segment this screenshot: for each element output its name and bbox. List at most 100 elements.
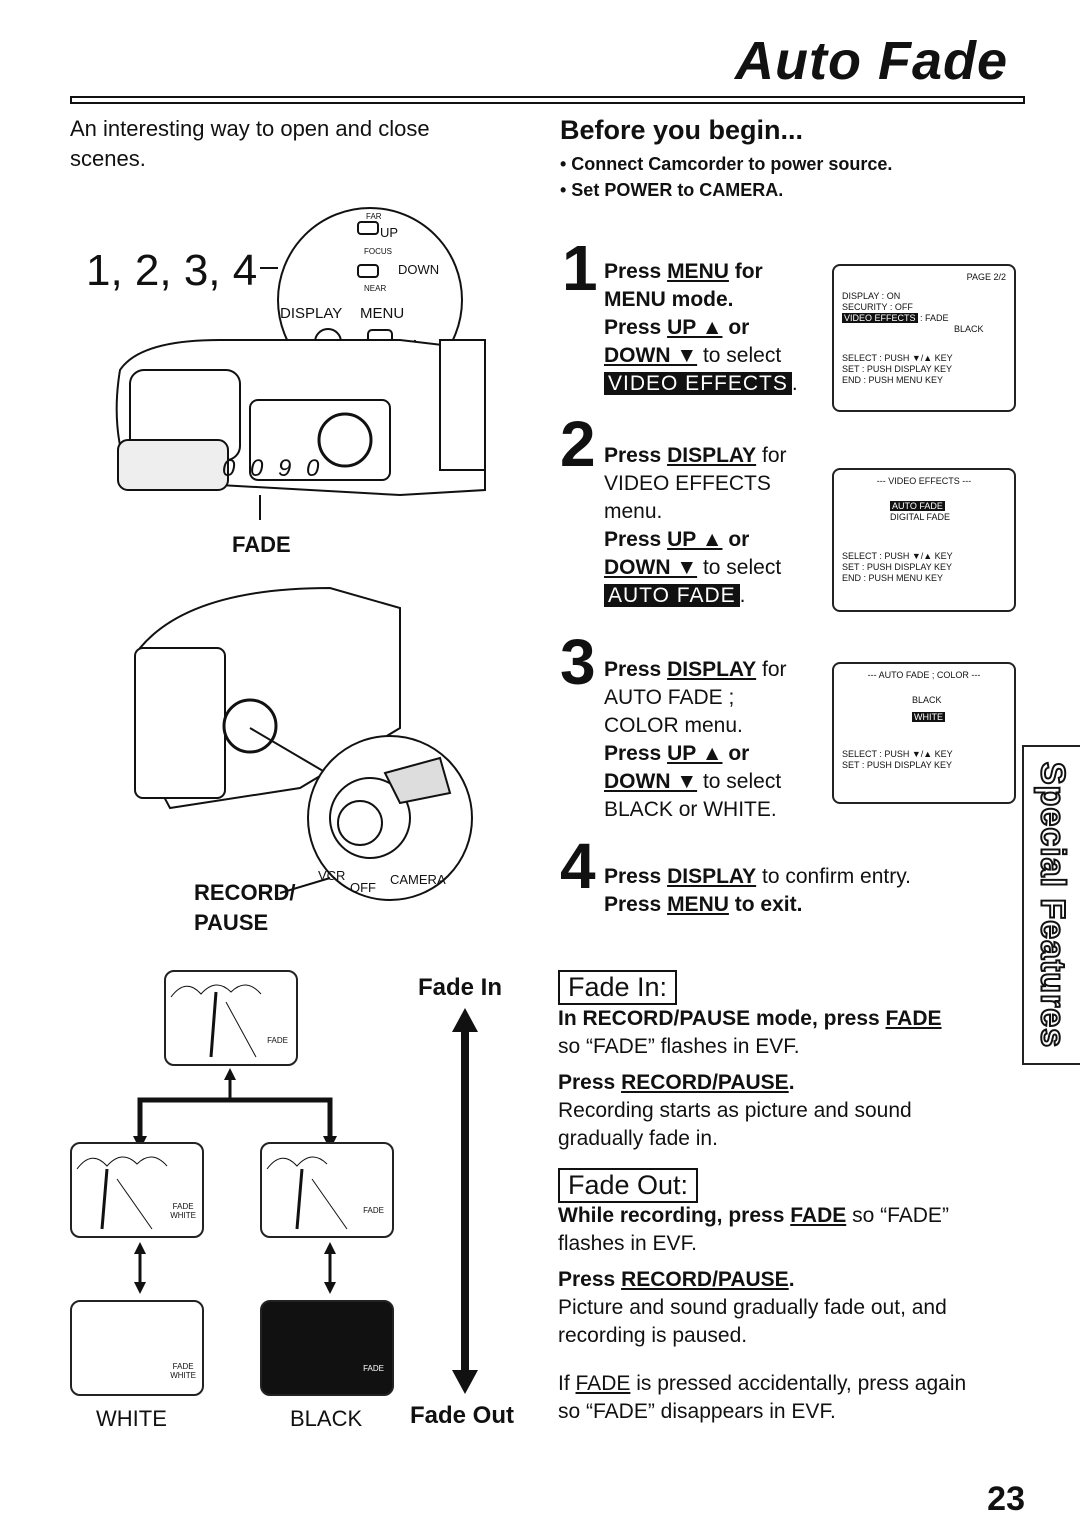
lcd-footer: END : PUSH MENU KEY: [842, 573, 944, 583]
lcd-footer: SET : PUSH DISPLAY KEY: [842, 760, 953, 770]
text: BLACK or WHITE.: [604, 798, 777, 821]
white-label: WHITE: [96, 1406, 167, 1431]
lcd-screen-3: --- AUTO FADE ; COLOR --- BLACK WHITE SE…: [832, 662, 1016, 804]
text: Press: [604, 316, 668, 339]
fade-in-heading: Fade In:: [558, 970, 678, 1005]
lcd-row: DISPLAY : ON: [842, 291, 901, 301]
lcd-row: : FADE: [917, 313, 949, 323]
text: Press: [604, 893, 668, 916]
text: is pressed accidentally, press again so …: [558, 1372, 967, 1423]
text: Press: [604, 528, 668, 551]
fade-key: FADE: [790, 1204, 847, 1227]
text: .: [739, 584, 746, 607]
text: or: [722, 742, 750, 765]
text: so “FADE” flashes in EVF.: [558, 1035, 800, 1058]
lcd-footer: SELECT : PUSH ▼/▲ KEY: [842, 353, 953, 363]
text: Recording starts as picture and sound gr…: [558, 1099, 912, 1150]
frame-label: FADE WHITE: [170, 1362, 196, 1380]
down-key: DOWN ▼: [604, 770, 698, 793]
down-key: DOWN ▼: [604, 344, 698, 367]
branch-arrows: [133, 1068, 337, 1150]
lcd-row: DIGITAL FADE: [890, 512, 951, 522]
fade-in-label: Fade In: [418, 974, 503, 1001]
fade-out-heading: Fade Out:: [558, 1168, 699, 1203]
fade-key: FADE: [575, 1372, 631, 1395]
frame-white-label: WHITE: [170, 1211, 196, 1220]
down-label: DOWN: [398, 262, 440, 277]
text: Picture and sound gradually fade out, an…: [558, 1296, 947, 1347]
lcd-footer: SELECT : PUSH ▼/▲ KEY: [842, 749, 953, 759]
lcd-footer: SELECT : PUSH ▼/▲ KEY: [842, 551, 953, 561]
frame-label: FADE WHITE: [170, 1202, 196, 1220]
text: Press: [604, 260, 668, 283]
lcd-screen-2: --- VIDEO EFFECTS --- AUTO FADE DIGITAL …: [832, 468, 1016, 612]
lcd-page: PAGE 2/2: [966, 272, 1006, 282]
text: for: [756, 658, 787, 681]
step-2-number: 2: [560, 408, 596, 480]
record-pause-key: RECORD/PAUSE: [621, 1268, 789, 1291]
menu-label: MENU: [360, 305, 405, 322]
page-title: Auto Fade: [735, 31, 1008, 91]
fade-button-label: FADE: [232, 532, 291, 557]
fade-double-arrow: [452, 1008, 478, 1394]
text: Press: [604, 444, 668, 467]
lcd-footer: SET : PUSH DISPLAY KEY: [842, 364, 953, 374]
focus-label: FOCUS: [364, 247, 392, 256]
step-2-text: Press DISPLAY for VIDEO EFFECTS menu. Pr…: [604, 442, 824, 610]
fade-white-scene-frame: FADE WHITE: [70, 1142, 204, 1238]
text: .: [788, 1268, 795, 1291]
up-key: UP ▲: [667, 742, 723, 765]
lcd-screen-1: PAGE 2/2 DISPLAY : ON SECURITY : OFF VID…: [832, 264, 1016, 412]
fade-out-label: Fade Out: [410, 1402, 515, 1429]
display-label: DISPLAY: [280, 305, 343, 322]
lcd-row: BLACK: [912, 695, 942, 705]
switch-vcr: VCR: [318, 868, 346, 883]
text: Press: [604, 742, 668, 765]
text: flashes in EVF.: [558, 1232, 697, 1255]
camcorder-side-illustration: [134, 586, 473, 901]
text: Press: [558, 1071, 622, 1094]
text: Press: [604, 865, 668, 888]
fade-in-body: In RECORD/PAUSE mode, press FADE so “FAD…: [558, 1005, 1008, 1153]
step-3-number: 3: [560, 626, 596, 698]
white-frame: FADE WHITE: [70, 1300, 204, 1396]
text: to select: [697, 344, 782, 367]
page-number: 23: [987, 1480, 1025, 1518]
lcd-footer: SET : PUSH DISPLAY KEY: [842, 562, 953, 572]
section-tab-label: Special Features: [1033, 761, 1073, 1049]
golfer-scene-icon: [266, 1156, 348, 1230]
text: menu.: [604, 500, 663, 523]
intro-text: An interesting way to open and close sce…: [70, 116, 430, 171]
before-item: • Set POWER to CAMERA.: [560, 180, 784, 200]
near-label: NEAR: [364, 284, 387, 293]
fade-black-scene-frame: FADE: [260, 1142, 394, 1238]
text: COLOR menu.: [604, 714, 743, 737]
lcd-row: SECURITY : OFF: [842, 302, 913, 312]
before-item: • Connect Camcorder to power source.: [560, 154, 893, 174]
down-key: DOWN ▼: [604, 556, 698, 579]
lcd-heading: --- VIDEO EFFECTS ---: [876, 476, 972, 486]
text: .: [788, 1071, 795, 1094]
frame-fade-label: FADE: [172, 1202, 194, 1211]
frame-fade-label: FADE: [363, 1364, 384, 1373]
text: In RECORD/PAUSE mode, press: [558, 1007, 886, 1030]
fade-out-body: While recording, press FADE so “FADE” fl…: [558, 1202, 1018, 1426]
text: or: [722, 316, 750, 339]
title-rule: [70, 96, 1025, 104]
frame-fade-label: FADE: [172, 1362, 194, 1371]
record-pause-key: RECORD/PAUSE: [621, 1071, 789, 1094]
fade-in-frame: FADE: [164, 970, 298, 1066]
black-label: BLACK: [290, 1406, 363, 1431]
step-1-text: Press MENU for MENU mode. Press UP ▲ or …: [604, 258, 824, 398]
text: AUTO FADE ;: [604, 686, 735, 709]
callout-numbers: 1, 2, 3, 4: [86, 246, 258, 295]
lcd-row: BLACK: [954, 324, 984, 334]
text: to select: [697, 770, 782, 793]
text: While recording, press: [558, 1204, 791, 1227]
before-list: • Connect Camcorder to power source. • S…: [560, 151, 892, 203]
lcd-highlight: VIDEO EFFECTS: [842, 313, 918, 323]
display-key: DISPLAY: [667, 444, 757, 467]
camcorder-illustration: [115, 207, 486, 520]
step-4-number: 4: [560, 830, 596, 902]
text: If: [558, 1372, 576, 1395]
